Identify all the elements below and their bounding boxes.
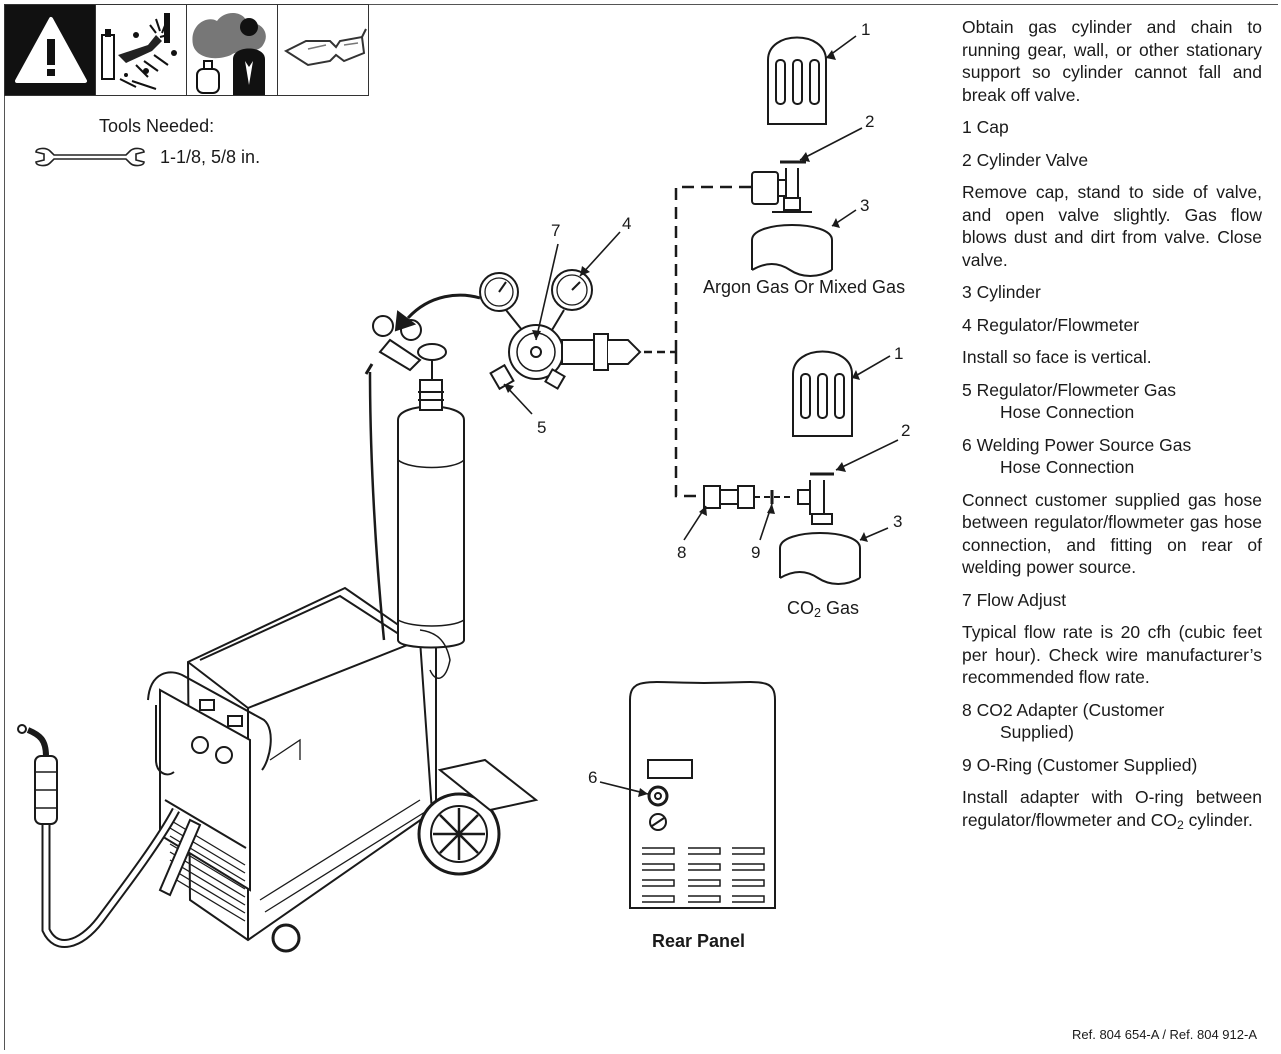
rear-panel-drawing — [629, 681, 776, 909]
callout-8-co2-adapter: 8 — [677, 543, 687, 562]
reference-number: Ref. 804 654-A / Ref. 804 912-A — [1071, 1027, 1257, 1042]
item-5-hose-connection: 5 Regulator/Flowmeter Gas Hose Connectio… — [962, 379, 1176, 423]
tools-needed-row: 1-1/8, 5/8 in. — [34, 146, 260, 168]
argon-gas-label: Argon Gas Or Mixed Gas — [703, 277, 906, 297]
tools-needed-title: Tools Needed: — [99, 116, 215, 136]
callout-3-co2-cylinder: 3 — [893, 512, 903, 531]
warning-icon — [4, 4, 96, 96]
callout-4-regulator: 4 — [622, 214, 632, 233]
callout-7-flow-adjust: 7 — [551, 221, 561, 240]
instructions-column: Obtain gas cylinder and chain to running… — [962, 16, 1262, 846]
item-4-regulator: 4 Regulator/Flowmeter — [962, 314, 1140, 335]
page-frame — [4, 4, 1278, 1050]
item-2-cylinder-valve: 2 Cylinder Valve — [962, 149, 1089, 170]
wrench-icon — [35, 147, 145, 167]
item-8-co2-adapter: 8 CO2 Adapter (Customer Supplied) — [962, 699, 1165, 743]
fumes-gas-cylinder-icon — [186, 4, 278, 96]
item-9-text: Install adapter with O-ring between regu… — [962, 787, 1262, 832]
callout-1-argon-cap: 1 — [861, 20, 871, 39]
callout-6-power-source-gas: 6 — [588, 768, 598, 787]
welding-gun-drawing — [17, 724, 202, 948]
item-7-flow-adjust: 7 Flow Adjust — [962, 589, 1067, 610]
co2-cylinder-drawing — [703, 350, 861, 585]
callout-1-co2-cap: 1 — [894, 344, 904, 363]
item-6-power-source-connection: 6 Welding Power Source Gas Hose Connecti… — [962, 434, 1192, 478]
item-9-o-ring: 9 O-Ring (Customer Supplied) — [962, 754, 1198, 775]
rear-panel-label: Rear Panel — [652, 931, 746, 951]
co2-gas-label: CO2 Gas — [787, 598, 860, 620]
item-7-text: Typical flow rate is 20 cfh (cubic feet … — [962, 622, 1262, 687]
cart-gas-cylinder-drawing — [372, 315, 465, 679]
argon-cylinder-drawing — [751, 36, 833, 277]
item-4-text: Install so face is vertical. — [962, 347, 1152, 367]
item-6-text: Connect customer supplied gas hose betwe… — [962, 489, 1262, 578]
regulator-flowmeter-drawing — [479, 269, 642, 391]
intro-paragraph: Obtain gas cylinder and chain to running… — [962, 17, 1262, 105]
welding-power-source-drawing — [147, 586, 539, 953]
callout-2-co2-valve: 2 — [901, 421, 911, 440]
callout-2-argon-valve: 2 — [865, 112, 875, 131]
item-2-text: Remove cap, stand to side of valve, and … — [962, 182, 1262, 270]
callout-9-o-ring: 9 — [751, 543, 761, 562]
wrench-sizes: 1-1/8, 5/8 in. — [160, 146, 261, 167]
safety-icon-strip — [4, 4, 369, 96]
gas-connection-diagram — [17, 35, 899, 953]
callout-3-argon-cylinder: 3 — [860, 196, 870, 215]
safety-glasses-icon — [277, 4, 369, 96]
item-1-cap: 1 Cap — [962, 117, 1009, 137]
callout-5-hose-connection: 5 — [537, 418, 547, 437]
item-3-cylinder: 3 Cylinder — [962, 282, 1041, 302]
